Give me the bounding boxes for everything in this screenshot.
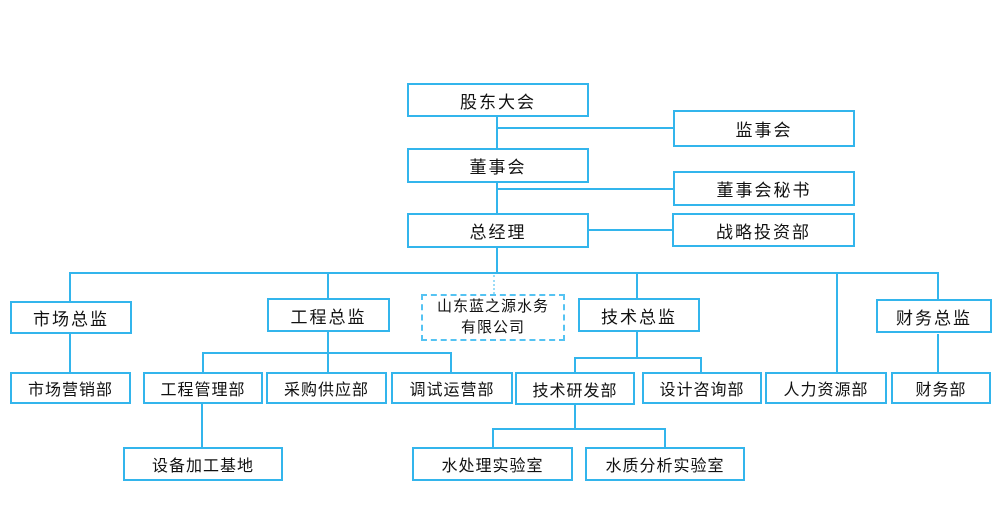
connector-line [937, 334, 939, 372]
connector-line [496, 247, 498, 274]
connector-line [496, 116, 498, 148]
connector-line [836, 272, 838, 372]
node-procurement-dept: 采购供应部 [266, 372, 387, 404]
connector-line [497, 188, 673, 190]
company-name-line1: 山东蓝之源水务 [436, 298, 549, 316]
node-finance-director: 财务总监 [876, 299, 992, 333]
node-water-quality-lab: 水质分析实验室 [585, 447, 745, 481]
node-general-manager: 总经理 [407, 213, 589, 248]
connector-line [700, 357, 702, 372]
node-hr-dept: 人力资源部 [765, 372, 887, 404]
connector-line [492, 428, 494, 447]
company-name-line2: 有限公司 [460, 318, 525, 336]
connector-line [574, 357, 702, 359]
connector-line [450, 352, 452, 372]
node-shareholders-meeting: 股东大会 [407, 83, 589, 117]
connector-line [497, 127, 673, 129]
connector-line [69, 272, 939, 274]
connector-line [664, 428, 666, 447]
node-board-of-directors: 董事会 [407, 148, 589, 183]
connector-line [69, 334, 71, 372]
node-company-name: 山东蓝之源水务 有限公司 [421, 294, 565, 341]
node-rnd-dept: 技术研发部 [515, 372, 635, 405]
connector-line [574, 357, 576, 372]
node-commissioning-dept: 调试运营部 [391, 372, 513, 404]
node-strategic-investment-dept: 战略投资部 [672, 213, 855, 247]
connector-line [636, 272, 638, 299]
node-board-secretary: 董事会秘书 [673, 171, 855, 206]
node-equipment-base: 设备加工基地 [123, 447, 283, 481]
connector-line [201, 404, 203, 447]
node-engineering-director: 工程总监 [267, 298, 390, 332]
connector-line [202, 352, 204, 372]
connector-line [202, 352, 452, 354]
node-technical-director: 技术总监 [578, 298, 700, 332]
node-water-treatment-lab: 水处理实验室 [412, 447, 573, 481]
connector-line [574, 405, 576, 429]
node-design-consulting-dept: 设计咨询部 [642, 372, 762, 404]
node-supervisory-board: 监事会 [673, 110, 855, 147]
dotted-connector-line [493, 275, 495, 294]
connector-line [636, 332, 638, 359]
node-engineering-mgmt-dept: 工程管理部 [143, 372, 263, 404]
node-marketing-director: 市场总监 [10, 301, 132, 334]
connector-line [937, 272, 939, 299]
node-marketing-dept: 市场营销部 [10, 372, 131, 404]
connector-line [492, 428, 666, 430]
node-finance-dept: 财务部 [891, 372, 991, 404]
connector-line [69, 272, 71, 302]
connector-line [589, 229, 672, 231]
connector-line [496, 183, 498, 213]
connector-line [327, 272, 329, 299]
